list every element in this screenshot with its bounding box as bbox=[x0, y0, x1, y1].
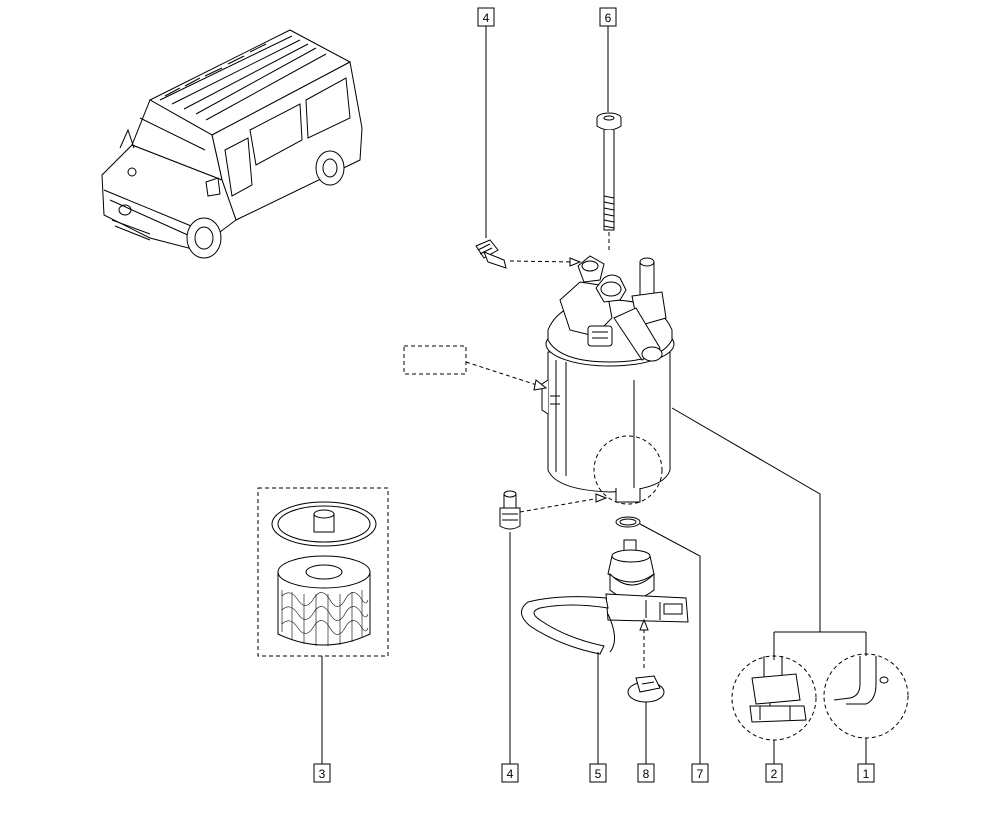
callout-6: 6 bbox=[599, 7, 617, 112]
housing-leader-line bbox=[671, 407, 867, 660]
o-ring-icon bbox=[615, 516, 701, 764]
bleed-screw-icon bbox=[475, 239, 582, 269]
callout-4-top: 4 bbox=[477, 7, 495, 238]
callout-7: 7 bbox=[691, 763, 709, 783]
svg-text:1: 1 bbox=[863, 767, 870, 781]
callout-8: 8 bbox=[637, 702, 655, 783]
detail-2-view: 2 bbox=[731, 655, 817, 783]
heater-sensor-icon bbox=[521, 539, 689, 668]
svg-text:3: 3 bbox=[319, 767, 326, 781]
clip-icon bbox=[627, 675, 665, 703]
callout-4-bottom: 4 bbox=[501, 532, 519, 783]
svg-text:6: 6 bbox=[605, 11, 612, 25]
svg-text:2: 2 bbox=[771, 767, 778, 781]
detail-1-view: 1 bbox=[823, 653, 909, 783]
svg-text:8: 8 bbox=[643, 767, 650, 781]
filter-element-icon bbox=[257, 487, 389, 657]
reference-label-box bbox=[403, 345, 548, 391]
bleed-screw-bottom-icon bbox=[499, 490, 608, 530]
bolt-icon bbox=[596, 112, 622, 252]
svg-text:4: 4 bbox=[507, 767, 514, 781]
callout-3: 3 bbox=[313, 656, 331, 783]
svg-text:4: 4 bbox=[483, 11, 490, 25]
van-illustration-icon bbox=[101, 29, 363, 259]
svg-text:5: 5 bbox=[595, 767, 602, 781]
fuel-filter-housing-icon bbox=[541, 255, 675, 505]
svg-text:7: 7 bbox=[697, 767, 704, 781]
callout-5: 5 bbox=[589, 652, 607, 783]
